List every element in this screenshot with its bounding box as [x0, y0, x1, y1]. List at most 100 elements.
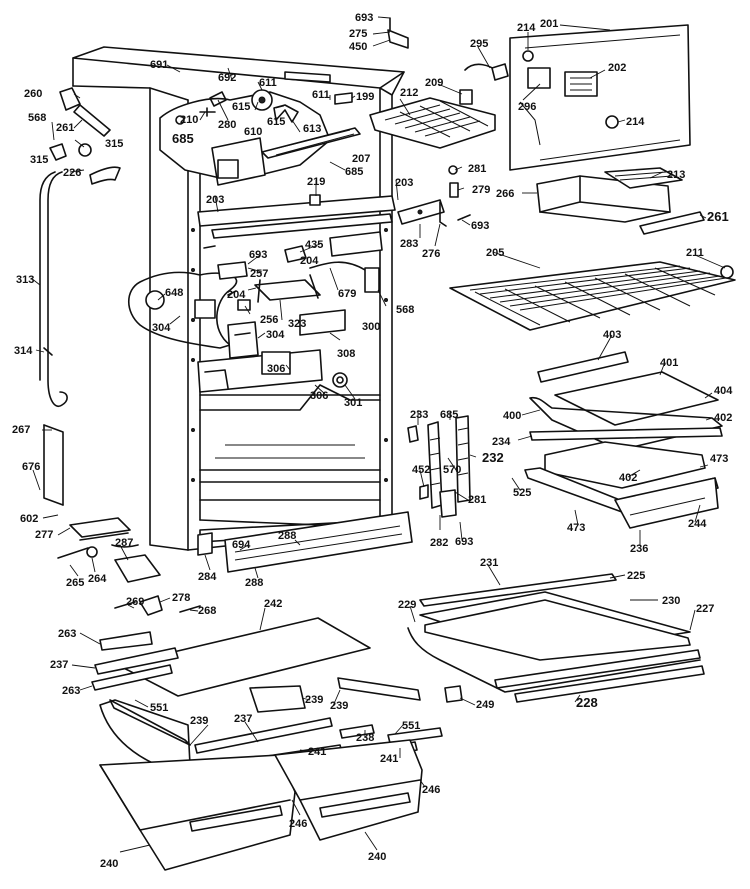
part-label-225: 225 [627, 570, 645, 582]
part-label-685c: 685 [440, 409, 458, 421]
part-label-257: 257 [250, 268, 268, 280]
part-label-693b: 693 [471, 220, 489, 232]
part-label-265: 265 [66, 577, 84, 589]
water-line [39, 87, 121, 407]
part-label-260: 260 [24, 88, 42, 100]
part-label-234: 234 [492, 436, 511, 448]
part-label-239c: 239 [190, 715, 208, 727]
refrigerator-cabinet [43, 46, 405, 551]
part-label-233: 233 [410, 409, 428, 421]
part-label-275: 275 [349, 28, 367, 40]
part-label-610: 610 [244, 126, 262, 138]
part-label-296: 296 [518, 101, 536, 113]
part-label-304b: 304 [266, 329, 285, 341]
part-label-204b: 204 [227, 289, 246, 301]
part-label-230: 230 [662, 595, 680, 607]
lower-grille [111, 511, 413, 573]
part-label-693c: 693 [249, 249, 267, 261]
part-label-615: 615 [232, 101, 250, 113]
part-label-261: 261 [56, 122, 74, 134]
part-label-240: 240 [100, 858, 118, 870]
part-label-282: 282 [430, 537, 448, 549]
part-label-246b: 246 [422, 784, 440, 796]
part-label-226: 226 [63, 167, 81, 179]
part-label-473b: 473 [567, 522, 585, 534]
part-label-209: 209 [425, 77, 443, 89]
part-label-214: 214 [517, 22, 536, 34]
part-label-238: 238 [356, 732, 374, 744]
part-label-214b: 214 [626, 116, 645, 128]
freezer-rear-panel [509, 24, 691, 171]
part-number-labels: 693 275 450 201 214 202 295 209 296 214 … [12, 12, 733, 870]
part-label-693: 693 [355, 12, 373, 24]
part-label-283: 283 [400, 238, 418, 250]
controls-area [127, 194, 447, 393]
part-label-204: 204 [300, 255, 319, 267]
part-label-239b: 239 [330, 700, 348, 712]
part-label-568: 568 [28, 112, 46, 124]
part-label-202: 202 [608, 62, 626, 74]
part-label-211: 211 [686, 247, 704, 259]
part-label-269: 269 [126, 596, 144, 608]
part-label-276: 276 [422, 248, 440, 260]
part-label-435: 435 [305, 239, 323, 251]
part-label-267: 267 [12, 424, 30, 436]
glass-shelf-assembly [407, 573, 705, 703]
part-label-306: 306 [267, 363, 285, 375]
part-label-241b: 241 [380, 753, 398, 765]
part-label-284: 284 [198, 571, 217, 583]
part-label-300: 300 [362, 321, 380, 333]
part-label-256: 256 [260, 314, 278, 326]
part-label-199: 199 [356, 91, 374, 103]
part-label-551b: 551 [402, 720, 420, 732]
part-label-239: 239 [305, 694, 323, 706]
part-label-473: 473 [710, 453, 728, 465]
part-label-693d: 693 [455, 536, 473, 548]
part-label-402b: 402 [619, 472, 637, 484]
part-label-679: 679 [338, 288, 356, 300]
part-label-281: 281 [468, 163, 486, 175]
part-label-692: 692 [218, 72, 236, 84]
part-label-315b: 315 [30, 154, 48, 166]
misc-bottom-left-parts [57, 517, 201, 616]
part-label-228: 228 [576, 695, 598, 710]
part-label-691: 691 [150, 59, 168, 71]
part-label-685b: 685 [345, 166, 363, 178]
part-label-219: 219 [307, 176, 325, 188]
part-label-263b: 263 [62, 685, 80, 697]
part-label-207: 207 [352, 153, 370, 165]
part-label-277: 277 [35, 529, 53, 541]
part-label-266: 266 [496, 188, 514, 200]
part-label-244: 244 [688, 518, 707, 530]
part-label-568b: 568 [396, 304, 414, 316]
ice-bucket-266 [536, 167, 683, 223]
part-label-401: 401 [660, 357, 678, 369]
part-label-201: 201 [540, 18, 558, 30]
part-label-279: 279 [472, 184, 490, 196]
small-fittings [387, 17, 509, 221]
part-label-611b: 611 [312, 89, 330, 101]
part-label-236: 236 [630, 543, 648, 555]
crisper-drawers [99, 739, 423, 871]
part-label-232: 232 [482, 450, 504, 465]
part-label-261b: 261 [707, 209, 729, 224]
part-label-314: 314 [14, 345, 33, 357]
part-label-295: 295 [470, 38, 488, 50]
part-label-400: 400 [503, 410, 521, 422]
part-label-304: 304 [152, 322, 171, 334]
part-label-402: 402 [714, 412, 732, 424]
part-label-246: 246 [289, 818, 307, 830]
part-label-611: 611 [259, 77, 277, 89]
part-label-212: 212 [400, 87, 418, 99]
ice-tray-frame-212 [369, 97, 496, 149]
part-label-301: 301 [344, 397, 362, 409]
part-label-323: 323 [288, 318, 306, 330]
part-label-676: 676 [22, 461, 40, 473]
part-label-237b: 237 [234, 713, 252, 725]
part-label-403: 403 [603, 329, 621, 341]
part-label-231: 231 [480, 557, 498, 569]
part-label-602: 602 [20, 513, 38, 525]
part-label-241: 241 [308, 746, 326, 758]
part-label-685: 685 [172, 131, 194, 146]
